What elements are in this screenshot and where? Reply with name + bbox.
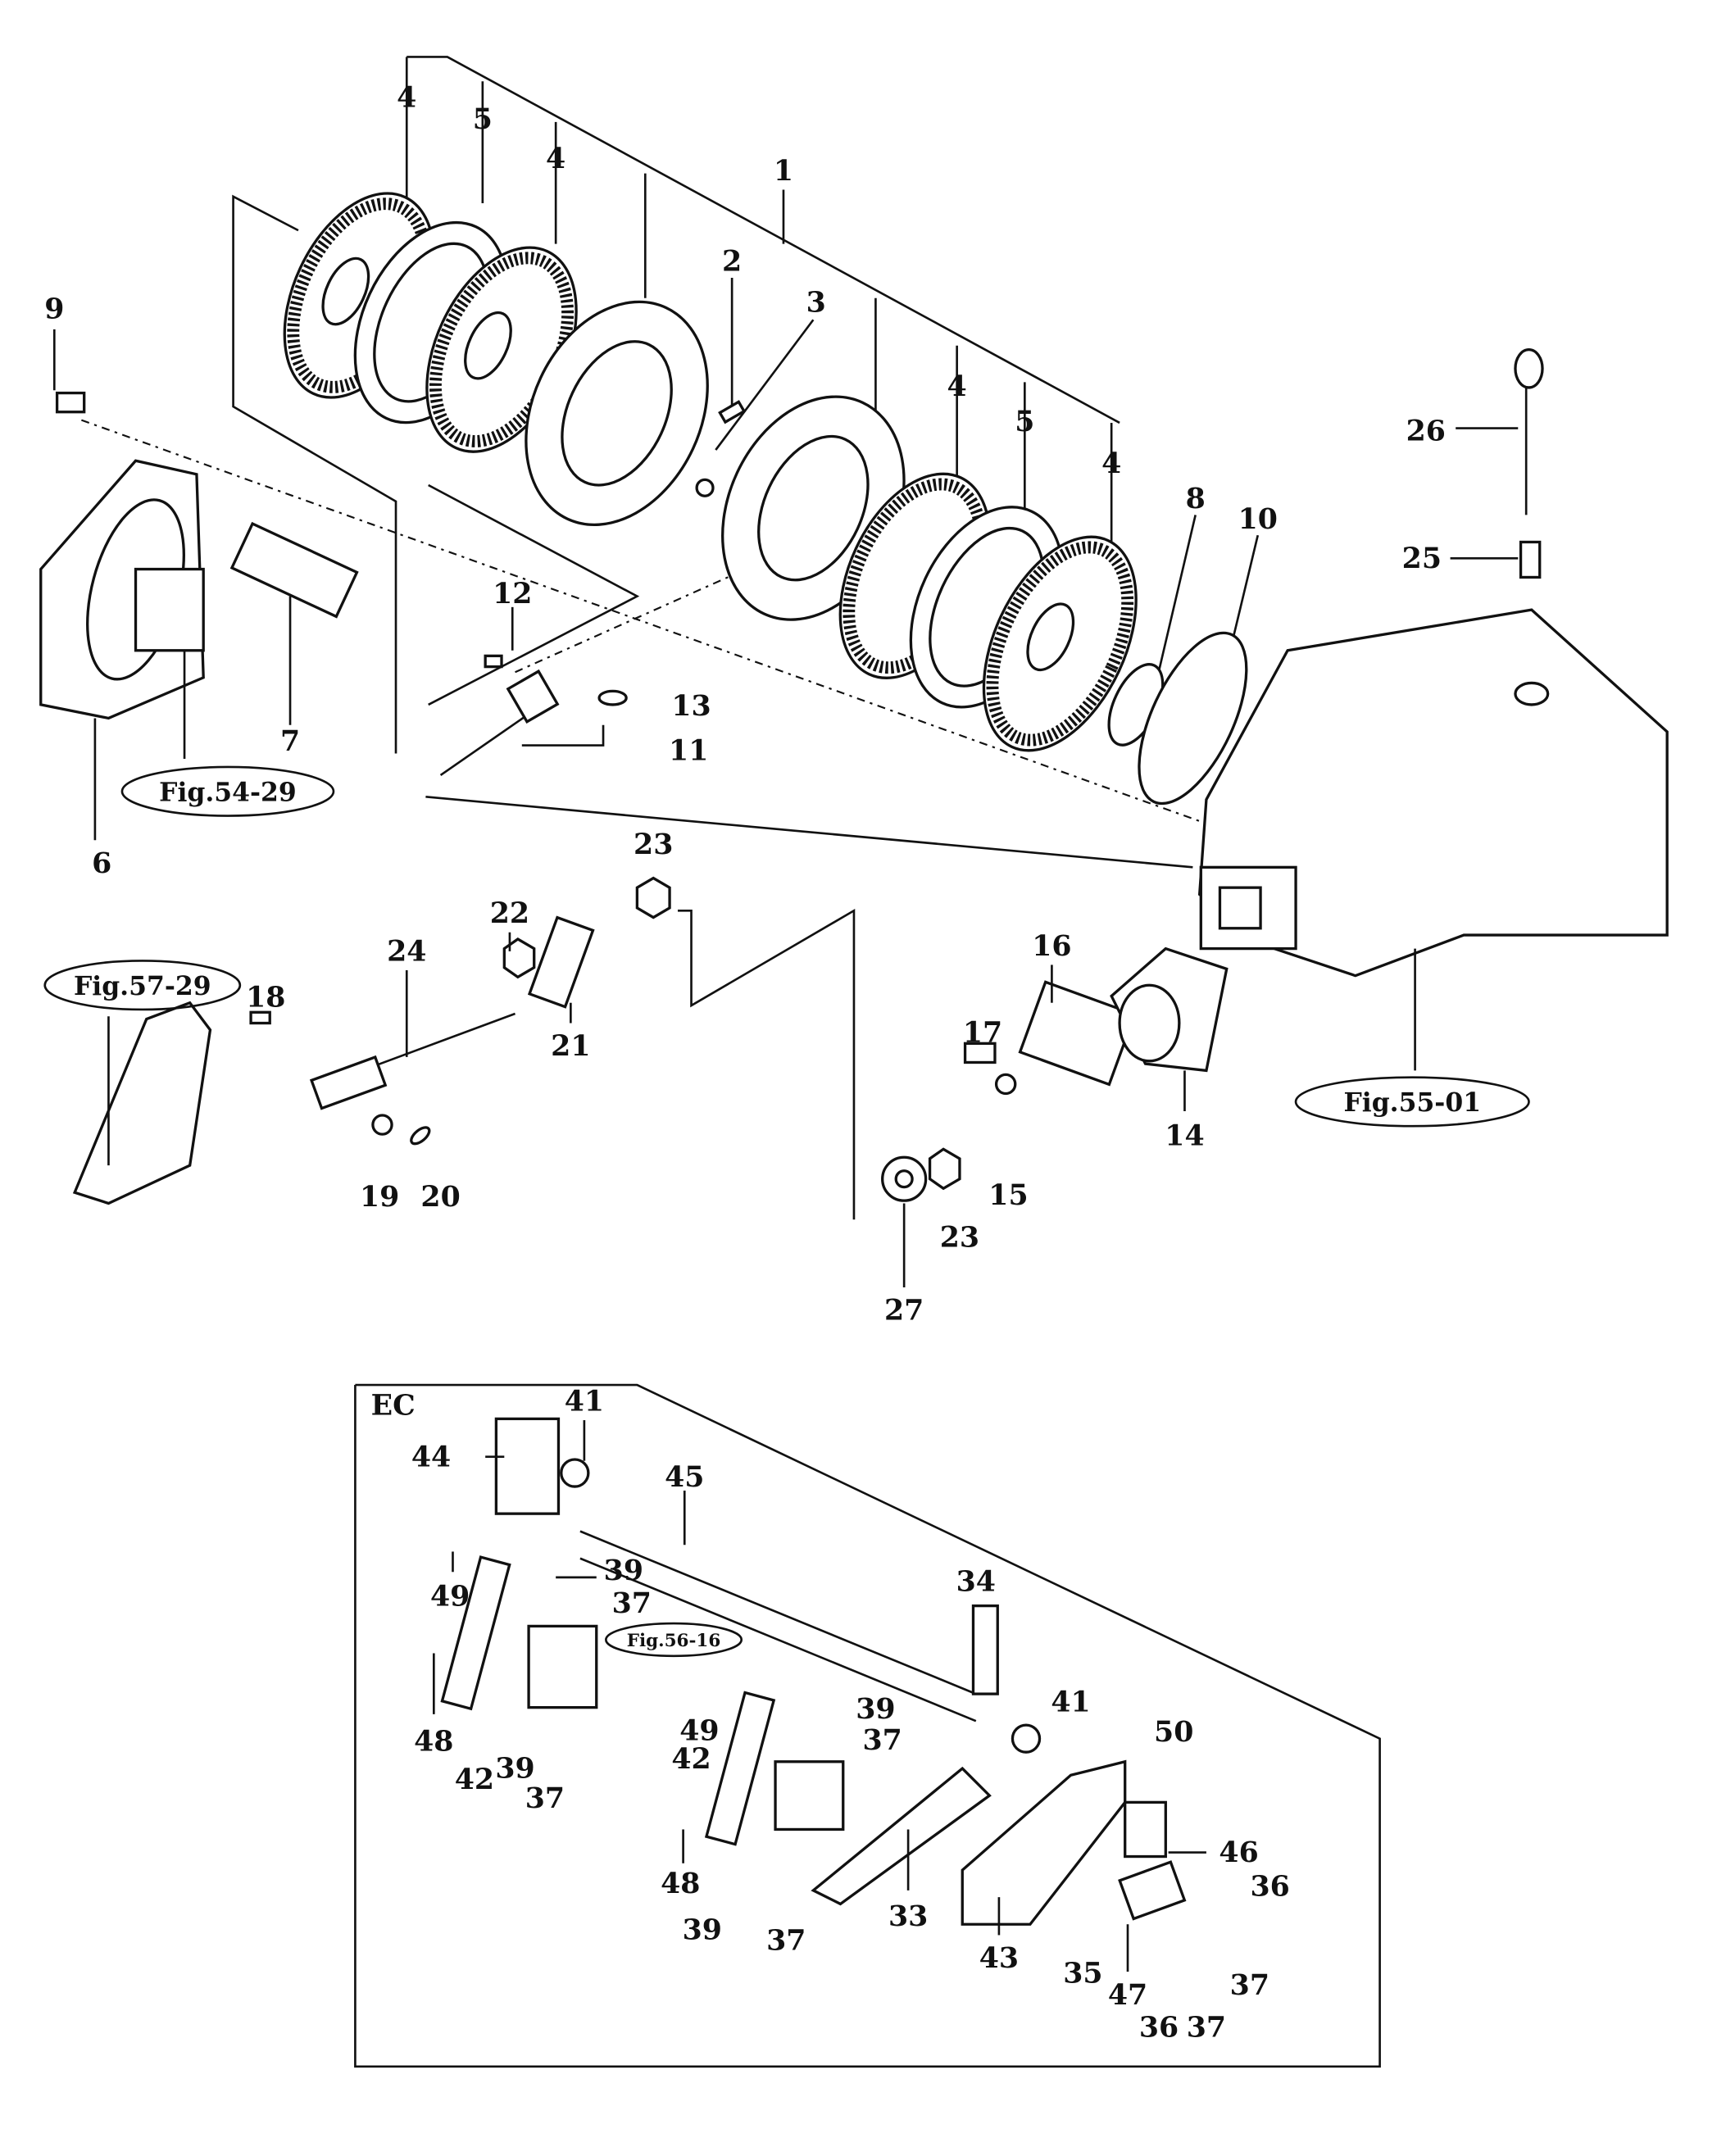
- rod-assembly: [439, 606, 628, 776]
- callout-37: 37: [525, 1782, 565, 1815]
- callout-34: 34: [956, 1564, 996, 1598]
- fig-ref-57-29[interactable]: Fig.57-29: [43, 960, 242, 1011]
- cover-and-shaft: [39, 329, 359, 841]
- callout-46: 46: [1219, 1836, 1258, 1869]
- callout-33: 33: [888, 1900, 928, 1933]
- callout-13: 13: [671, 689, 711, 723]
- callout-39: 39: [683, 1913, 722, 1946]
- callout-17: 17: [963, 1016, 1002, 1050]
- callout-37: 37: [1230, 1968, 1269, 2002]
- callout-42: 42: [671, 1742, 711, 1776]
- callout-39: 39: [604, 1554, 643, 1587]
- callout-37: 37: [1187, 2010, 1226, 2044]
- fig-ref-55-01-label: Fig.55-01: [1343, 1088, 1481, 1118]
- callout-4: 4: [397, 81, 416, 115]
- callout-22: 22: [490, 896, 529, 930]
- callout-43: 43: [979, 1941, 1019, 1975]
- callout-42: 42: [455, 1763, 494, 1796]
- callout-4: 4: [1101, 447, 1121, 480]
- callout-6: 6: [92, 847, 111, 880]
- callout-41: 41: [1051, 1686, 1090, 1719]
- callout-21: 21: [551, 1029, 590, 1063]
- callout-48: 48: [414, 1725, 453, 1759]
- callout-16: 16: [1032, 929, 1071, 963]
- callout-7: 7: [280, 724, 300, 758]
- callout-1: 1: [774, 154, 793, 188]
- callout-4: 4: [947, 370, 967, 403]
- callout-49: 49: [430, 1580, 470, 1614]
- callout-36: 36: [1139, 2010, 1179, 2044]
- assembly-bracket-lines: [81, 56, 1329, 1220]
- callout-20: 20: [420, 1180, 460, 1214]
- brake-discs: [283, 192, 1138, 752]
- callout-39: 39: [856, 1692, 895, 1726]
- ec-section: [354, 1383, 1381, 2068]
- callout-35: 35: [1063, 1956, 1102, 1990]
- callout-27: 27: [884, 1294, 924, 1328]
- callout-39: 39: [495, 1752, 534, 1786]
- callout-11: 11: [669, 734, 708, 768]
- fig-ref-56-16[interactable]: Fig.56-16: [605, 1622, 743, 1658]
- transmission-housing: [1197, 347, 1669, 1071]
- callout-10: 10: [1238, 502, 1278, 536]
- callout-37: 37: [766, 1924, 806, 1958]
- callout-5: 5: [1015, 405, 1034, 438]
- callout-12: 12: [493, 577, 532, 610]
- callout-44: 44: [411, 1440, 451, 1473]
- callout-50: 50: [1154, 1715, 1193, 1749]
- callout-23: 23: [940, 1220, 979, 1254]
- snap-rings: [1107, 631, 1248, 806]
- callout-49: 49: [679, 1713, 719, 1747]
- callout-15: 15: [988, 1178, 1028, 1212]
- section-label-ec: EC: [371, 1388, 416, 1422]
- callout-19: 19: [360, 1180, 399, 1214]
- callout-4: 4: [546, 142, 565, 175]
- callout-8: 8: [1186, 482, 1206, 515]
- callout-9: 9: [44, 293, 64, 326]
- callout-5: 5: [473, 102, 493, 136]
- callout-24: 24: [387, 934, 426, 968]
- callout-37: 37: [863, 1723, 902, 1757]
- callout-36: 36: [1250, 1869, 1289, 1903]
- callout-48: 48: [661, 1867, 700, 1900]
- figure-references: Fig.54-29 Fig.57-29 Fig.55-01 Fig.56-16: [43, 765, 1530, 1658]
- fig-ref-55-01[interactable]: Fig.55-01: [1294, 1076, 1530, 1128]
- callout-2: 2: [722, 245, 742, 279]
- callout-14: 14: [1165, 1119, 1204, 1152]
- fig-ref-54-29-label: Fig.54-29: [159, 778, 297, 807]
- callout-3: 3: [806, 285, 826, 319]
- callout-18: 18: [246, 981, 285, 1014]
- callout-41: 41: [565, 1384, 604, 1418]
- linkage-parts: [72, 876, 1229, 1287]
- callout-47: 47: [1108, 1978, 1147, 2012]
- callout-25: 25: [1402, 542, 1442, 575]
- callout-26: 26: [1406, 414, 1446, 447]
- fig-ref-54-29[interactable]: Fig.54-29: [120, 765, 335, 817]
- callout-45: 45: [665, 1460, 704, 1494]
- callout-23: 23: [634, 828, 673, 861]
- fig-ref-57-29-label: Fig.57-29: [74, 972, 211, 1001]
- fig-ref-56-16-label: Fig.56-16: [627, 1631, 721, 1651]
- callout-37: 37: [612, 1586, 652, 1620]
